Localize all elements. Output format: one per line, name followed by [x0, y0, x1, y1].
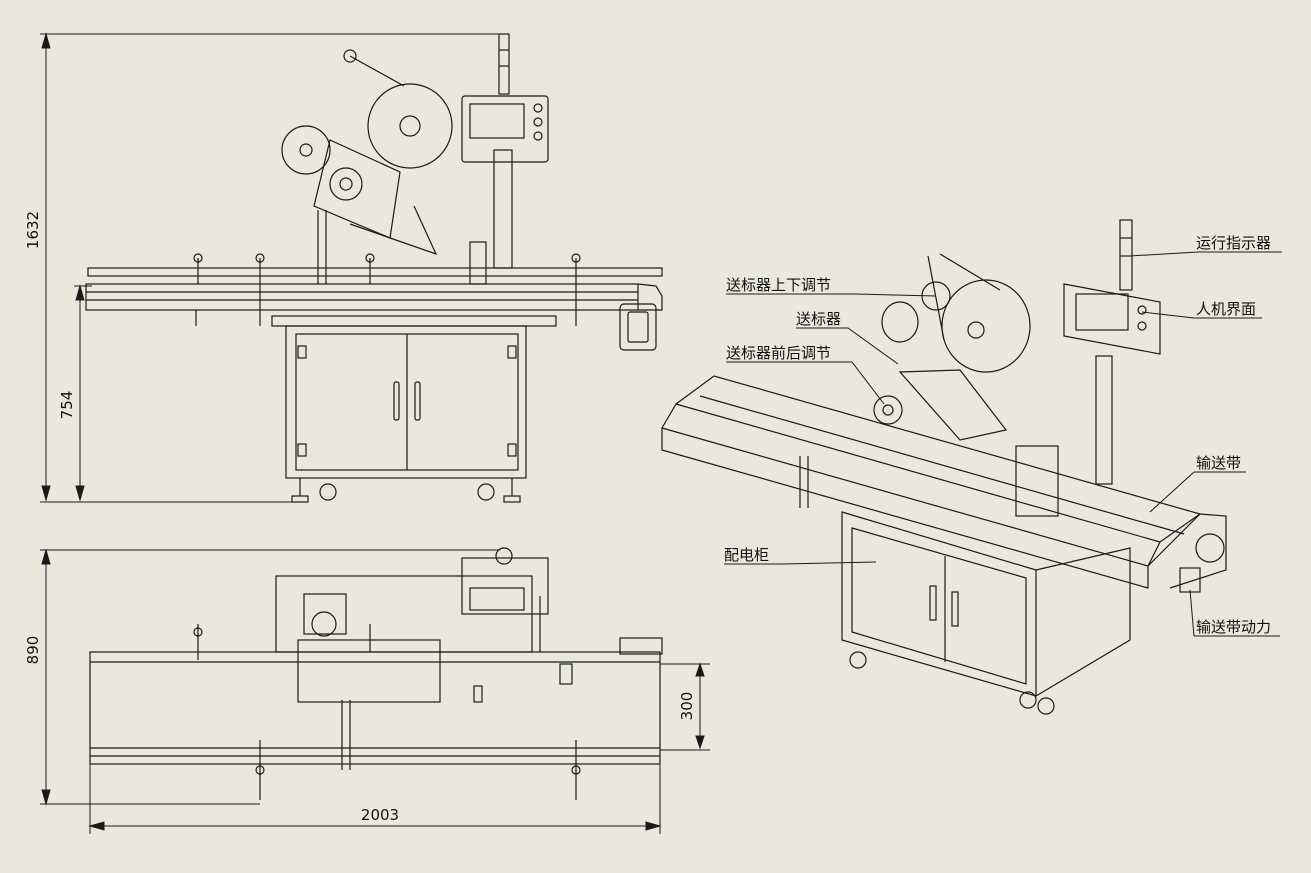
dim-overall-length: 2003	[361, 806, 399, 824]
callout-feeder-front-back-adjust: 送标器前后调节	[726, 344, 831, 362]
front-knobs	[193, 253, 581, 326]
top-view	[89, 547, 663, 800]
dim-overall-depth: 890	[24, 636, 42, 665]
callout-conveyor-belt: 输送带	[1196, 454, 1241, 472]
callout-electric-cabinet: 配电柜	[724, 546, 769, 564]
dimension-lines	[40, 32, 710, 834]
leader-lines	[724, 251, 1282, 637]
callout-label-feeder: 送标器	[796, 310, 841, 328]
dim-overall-height: 1632	[24, 211, 42, 249]
front-view	[85, 33, 663, 503]
callout-indicator-light: 运行指示器	[1196, 234, 1271, 252]
callout-hmi: 人机界面	[1196, 300, 1256, 318]
callout-conveyor-drive: 输送带动力	[1196, 618, 1271, 636]
isometric-view	[661, 219, 1227, 715]
dim-belt-width: 300	[678, 692, 696, 721]
dim-conveyor-height: 754	[58, 391, 76, 420]
callout-feeder-vertical-adjust: 送标器上下调节	[726, 276, 831, 294]
